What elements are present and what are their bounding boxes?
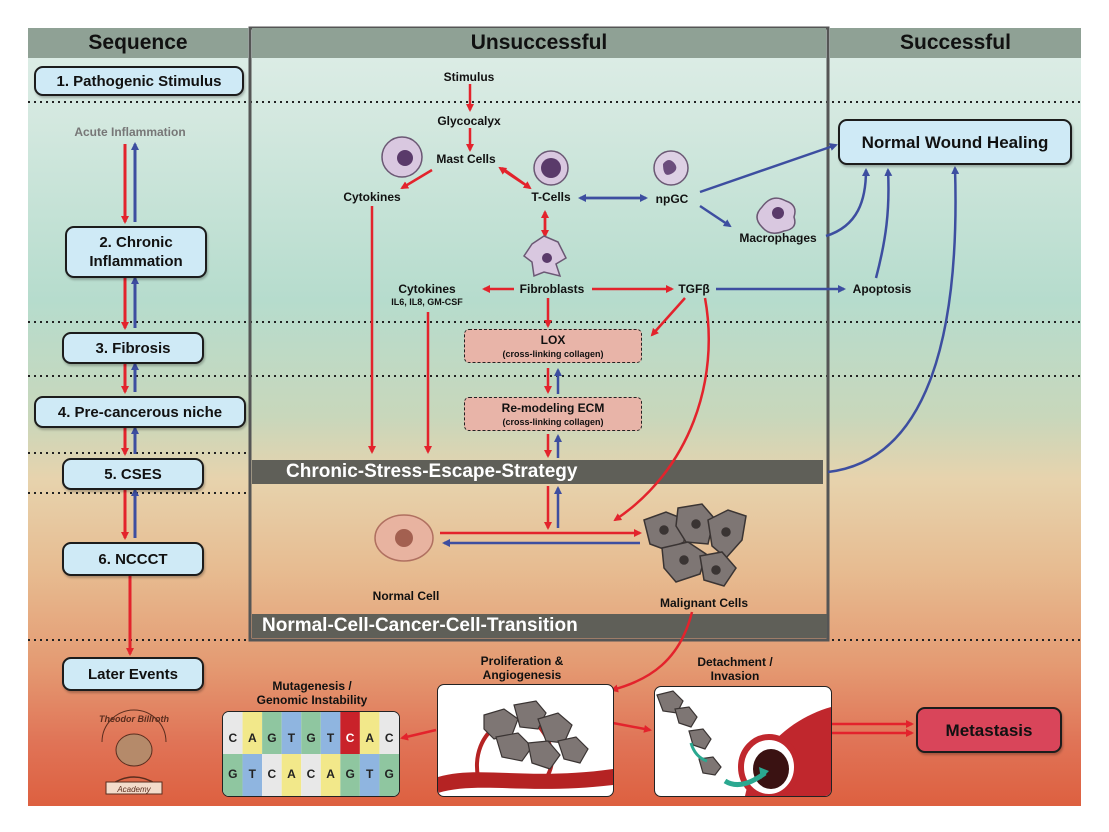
fibroblast-icon xyxy=(522,235,567,278)
dna-top-base xyxy=(340,712,360,754)
label-stimulus: Stimulus xyxy=(443,70,495,84)
t-cell-icon xyxy=(533,150,569,186)
dna-bottom-base xyxy=(223,754,243,796)
label-macrophages: Macrophages xyxy=(739,231,817,245)
dna-bottom-letter: C xyxy=(268,767,277,781)
dna-top-base xyxy=(242,712,263,754)
label-detachment: Detachment / Invasion xyxy=(697,655,773,683)
label-fibroblasts: Fibroblasts xyxy=(519,282,585,296)
step-fibrosis: 3. Fibrosis xyxy=(62,332,204,364)
cses-band: Chronic-Stress-Escape-Strategy xyxy=(252,460,823,484)
dna-top-letter: T xyxy=(327,731,335,745)
label-normal-cell: Normal Cell xyxy=(372,589,440,603)
dna-bottom-letter: G xyxy=(228,767,237,781)
label-glycocalyx: Glycocalyx xyxy=(437,114,501,128)
dna-bottom-base xyxy=(359,754,380,796)
sequence-arrows xyxy=(121,142,139,656)
label-apoptosis: Apoptosis xyxy=(852,282,912,296)
label-tgfb: TGFβ xyxy=(678,282,710,296)
dna-top-letter: A xyxy=(365,731,374,745)
step-cses: 5. CSES xyxy=(62,458,204,490)
label-cytokines-mid: Cytokines xyxy=(398,282,456,296)
step-precancerous-niche: 4. Pre-cancerous niche xyxy=(34,396,246,428)
dna-bottom-base xyxy=(242,754,263,796)
stage-dividers xyxy=(28,101,1081,641)
remodeling-sub-label: (cross-linking collagen) xyxy=(502,417,604,427)
detachment-panel xyxy=(654,686,832,797)
label-t-cells: T-Cells xyxy=(531,190,571,204)
dna-bottom-base xyxy=(379,754,399,796)
dna-top-letter: C xyxy=(385,731,394,745)
label-cytokines-top: Cytokines xyxy=(343,190,401,204)
label-cytokines-sub: IL6, IL8, GM-CSF xyxy=(391,297,463,307)
detachment-illustration xyxy=(656,690,831,796)
dna-top-base xyxy=(281,712,302,754)
header-successful: Successful xyxy=(830,28,1081,58)
dna-bottom-base xyxy=(340,754,360,796)
step-later-events: Later Events xyxy=(62,657,204,691)
dna-bottom-letter: C xyxy=(307,767,316,781)
label-mutagenesis: Mutagenesis / Genomic Instability xyxy=(256,679,368,707)
lox-label: LOX xyxy=(540,333,566,347)
dna-bottom-letter: T xyxy=(249,767,257,781)
mast-cell-icon xyxy=(381,136,423,178)
npgc-icon xyxy=(653,150,689,186)
step-chronic-inflammation: 2. Chronic Inflammation xyxy=(65,226,207,278)
logo-svg: Theodor Billroth Academy xyxy=(99,709,169,795)
malignant-cells-icon xyxy=(643,503,747,587)
dna-bottom-base xyxy=(281,754,302,796)
dna-bottom-base xyxy=(301,754,321,796)
dna-top-base xyxy=(379,712,399,754)
dna-bottom-base xyxy=(262,754,282,796)
ncct-band: Normal-Cell-Cancer-Cell-Transition xyxy=(252,614,827,638)
dna-top-letter: C xyxy=(228,731,237,745)
dna-bottom-letter: A xyxy=(326,767,335,781)
metastasis-box: Metastasis xyxy=(916,707,1062,753)
macrophage-icon xyxy=(756,197,796,234)
label-npgc: npGC xyxy=(655,192,689,206)
label-proliferation: Proliferation & Angiogenesis xyxy=(480,654,564,682)
logo-academy: Academy xyxy=(116,785,151,794)
dna-top-letter: G xyxy=(306,731,315,745)
dna-bottom-letter: G xyxy=(345,767,354,781)
dna-top-base xyxy=(359,712,380,754)
academy-logo: Theodor Billroth Academy xyxy=(92,702,176,802)
dna-bottom-base xyxy=(320,754,341,796)
dna-top-letter: A xyxy=(248,731,257,745)
remodeling-label: Re-modeling ECM xyxy=(501,401,605,415)
lox-sub-label: (cross-linking collagen) xyxy=(502,349,604,359)
dna-top-letter: G xyxy=(267,731,276,745)
dna-top-letter: C xyxy=(346,731,355,745)
label-mast-cells: Mast Cells xyxy=(436,152,496,166)
header-unsuccessful: Unsuccessful xyxy=(252,28,826,58)
step-pathogenic-stimulus: 1. Pathogenic Stimulus xyxy=(34,66,244,96)
acute-inflammation-label: Acute Inflammation xyxy=(74,125,186,139)
normal-wound-healing-box: Normal Wound Healing xyxy=(838,119,1072,165)
lox-box: LOX (cross-linking collagen) xyxy=(464,329,642,363)
remodeling-box: Re-modeling ECM (cross-linking collagen) xyxy=(464,397,642,431)
dna-top-letter: T xyxy=(288,731,296,745)
label-malignant-cells: Malignant Cells xyxy=(659,596,749,610)
dna-top-base xyxy=(301,712,321,754)
proliferation-illustration xyxy=(438,700,613,793)
dna-bottom-letter: G xyxy=(385,767,394,781)
step-ncccct: 6. NCCCT xyxy=(62,542,204,576)
proliferation-panel xyxy=(437,684,614,797)
dna-top-base xyxy=(223,712,243,754)
logo-name: Theodor Billroth xyxy=(99,714,169,724)
dna-bottom-letter: T xyxy=(366,767,374,781)
dna-top-base xyxy=(320,712,341,754)
dna-bottom-letter: A xyxy=(287,767,296,781)
dna-top-base xyxy=(262,712,282,754)
header-sequence: Sequence xyxy=(28,28,248,58)
normal-cell-icon xyxy=(374,514,434,562)
